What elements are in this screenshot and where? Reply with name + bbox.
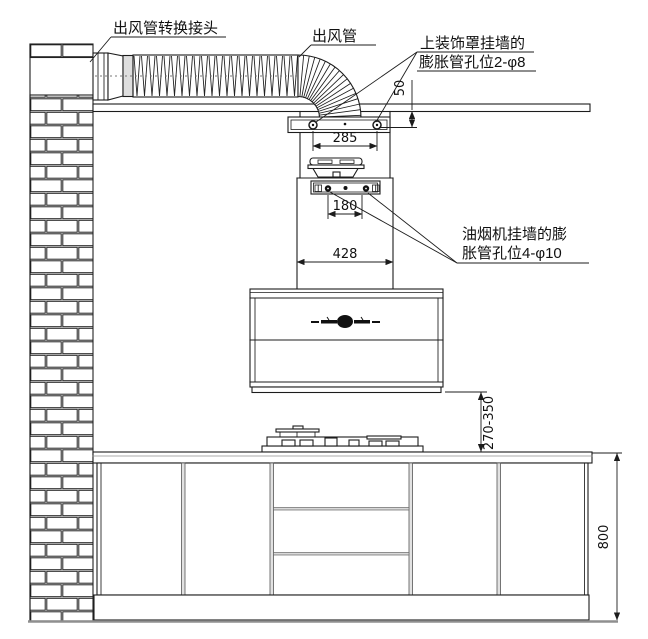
- hood-emblem: [311, 315, 380, 328]
- elbow-corrugation: [297, 55, 361, 118]
- dim-180-text: 180: [333, 199, 358, 214]
- brick-wall: [29, 43, 94, 622]
- hood-bottom-lip: [251, 386, 442, 394]
- cabinet-stile: [496, 462, 501, 596]
- dimension-50: 50: [379, 80, 417, 128]
- hood-holes-line1: 油烟机挂墙的膨: [462, 226, 567, 243]
- duct-label: 出风管: [312, 28, 357, 45]
- base-cabinet: [93, 462, 590, 621]
- label-hood-holes: 油烟机挂墙的膨 胀管孔位4-φ10: [329, 191, 589, 264]
- exhaust-duct: [92, 52, 362, 119]
- left-burner: [275, 425, 320, 447]
- dimension-800: 800: [592, 452, 622, 621]
- drawer-gap: [273, 552, 410, 556]
- range-hood-body: [249, 288, 444, 394]
- dim-285-text: 285: [333, 131, 358, 146]
- drawer-gap: [273, 507, 410, 511]
- dim-50-text: 50: [393, 80, 408, 97]
- upper-cover-holes-line1: 上装饰罩挂墙的: [420, 35, 525, 52]
- cabinet-stile: [181, 462, 186, 596]
- cooktop-knob: [324, 437, 338, 447]
- cooktop-knob: [348, 439, 360, 447]
- cabinet-stile: [269, 462, 274, 596]
- dimension-270-350: 270-350: [445, 391, 497, 452]
- chimney-lower-section: [296, 177, 394, 290]
- dim-270-350-text: 270-350: [482, 396, 497, 450]
- dimension-180: 180: [327, 195, 363, 219]
- dim-428-text: 428: [333, 247, 358, 262]
- dim-800-text: 800: [597, 525, 612, 550]
- label-duct-adapter: 出风管转换接头: [89, 20, 226, 63]
- hood-holes-line2: 胀管孔位4-φ10: [462, 245, 562, 262]
- dimension-285: 285: [312, 131, 378, 151]
- label-duct: 出风管: [298, 28, 376, 58]
- air-outlet-collar: [307, 157, 365, 178]
- right-burner: [366, 435, 402, 447]
- upper-cover-holes-line2: 膨胀管孔位2-φ8: [419, 54, 525, 71]
- kick-board: [93, 594, 590, 621]
- hood-mount-bracket: [310, 180, 381, 195]
- label-upper-cover-holes: 上装饰罩挂墙的 膨胀管孔位2-φ8: [315, 35, 536, 123]
- duct-adapter: [92, 52, 134, 101]
- dimension-428: 428: [296, 247, 394, 266]
- duct-adapter-label: 出风管转换接头: [113, 20, 218, 37]
- countertop: [92, 451, 593, 464]
- cabinet-stile: [408, 462, 413, 596]
- gas-cooktop: [261, 425, 424, 453]
